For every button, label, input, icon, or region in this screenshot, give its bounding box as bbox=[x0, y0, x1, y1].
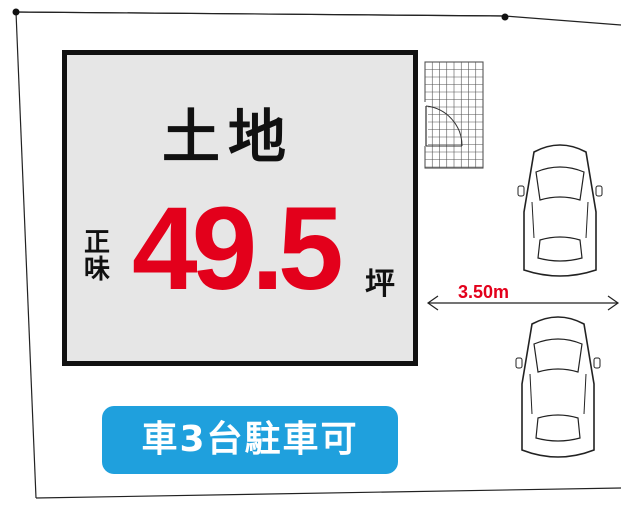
net-area-label: 正 味 bbox=[84, 228, 114, 286]
land-area-box bbox=[62, 50, 418, 366]
parking-badge: 車3台駐車可 bbox=[102, 406, 398, 474]
lot-boundary-right bbox=[504, 15, 621, 26]
boundary-marker bbox=[12, 8, 20, 16]
dimension-arrow bbox=[426, 295, 620, 311]
area-unit: 坪 bbox=[365, 267, 395, 302]
lot-boundary-left bbox=[15, 11, 37, 499]
area-value: 49.5 bbox=[132, 183, 344, 315]
car-icon bbox=[515, 316, 601, 458]
land-title: 土地 bbox=[162, 103, 295, 171]
door-swing-icon bbox=[418, 102, 463, 147]
net-area-char: 味 bbox=[84, 255, 111, 286]
parking-badge-text: 車3台駐車可 bbox=[141, 419, 359, 460]
lot-boundary-top bbox=[15, 11, 506, 17]
stair-grid-icon bbox=[424, 61, 484, 169]
car-icon bbox=[517, 144, 603, 277]
boundary-marker bbox=[501, 13, 509, 21]
dimension-label: 3.50m bbox=[458, 282, 510, 302]
lot-boundary-bottom bbox=[35, 487, 621, 499]
net-area-char: 正 bbox=[84, 228, 111, 258]
